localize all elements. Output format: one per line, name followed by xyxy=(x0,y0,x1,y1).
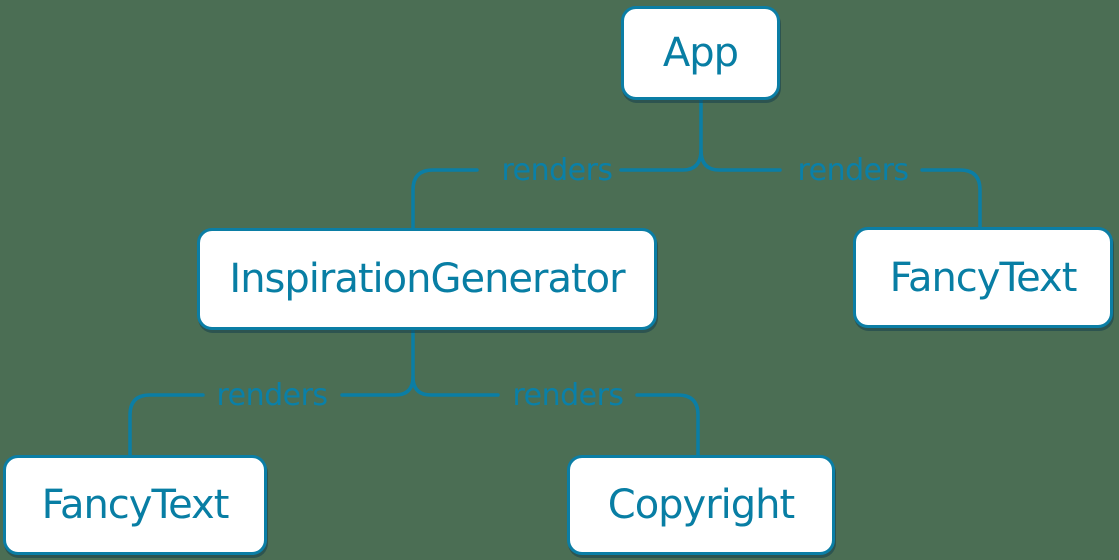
edge-label-app-inspiration-generator: renders xyxy=(501,153,613,188)
edge-line-app-to-fancy-text-a xyxy=(699,148,782,172)
node-label: Copyright xyxy=(607,482,795,528)
node-label: InspirationGenerator xyxy=(229,256,625,302)
node-fancy-text-top: FancyText xyxy=(853,227,1113,328)
node-label: FancyText xyxy=(889,254,1078,301)
node-label: App xyxy=(662,30,739,76)
edge-label-inspiration-generator-fancy-text: renders xyxy=(216,378,328,413)
node-copyright: Copyright xyxy=(567,455,835,555)
edge-label-app-fancy-text: renders xyxy=(797,153,909,188)
node-fancy-text-bottom: FancyText xyxy=(3,455,267,555)
edge-label-inspiration-generator-copyright: renders xyxy=(512,378,624,413)
node-label: FancyText xyxy=(41,482,230,528)
edge-line-app-to-inspiration-generator-a xyxy=(619,93,703,172)
node-app: App xyxy=(621,6,780,100)
node-inspiration-generator: InspirationGenerator xyxy=(197,228,657,330)
edge-line-inspiration-generator-to-fancy-text-a xyxy=(340,323,415,397)
edge-line-app-to-fancy-text-b xyxy=(920,168,982,233)
edge-line-inspiration-generator-to-fancy-text-b xyxy=(128,393,205,461)
edge-line-inspiration-generator-to-copyright-b xyxy=(635,393,700,461)
edge-line-inspiration-generator-to-copyright-a xyxy=(411,375,500,397)
edge-line-app-to-inspiration-generator-b xyxy=(411,168,479,234)
